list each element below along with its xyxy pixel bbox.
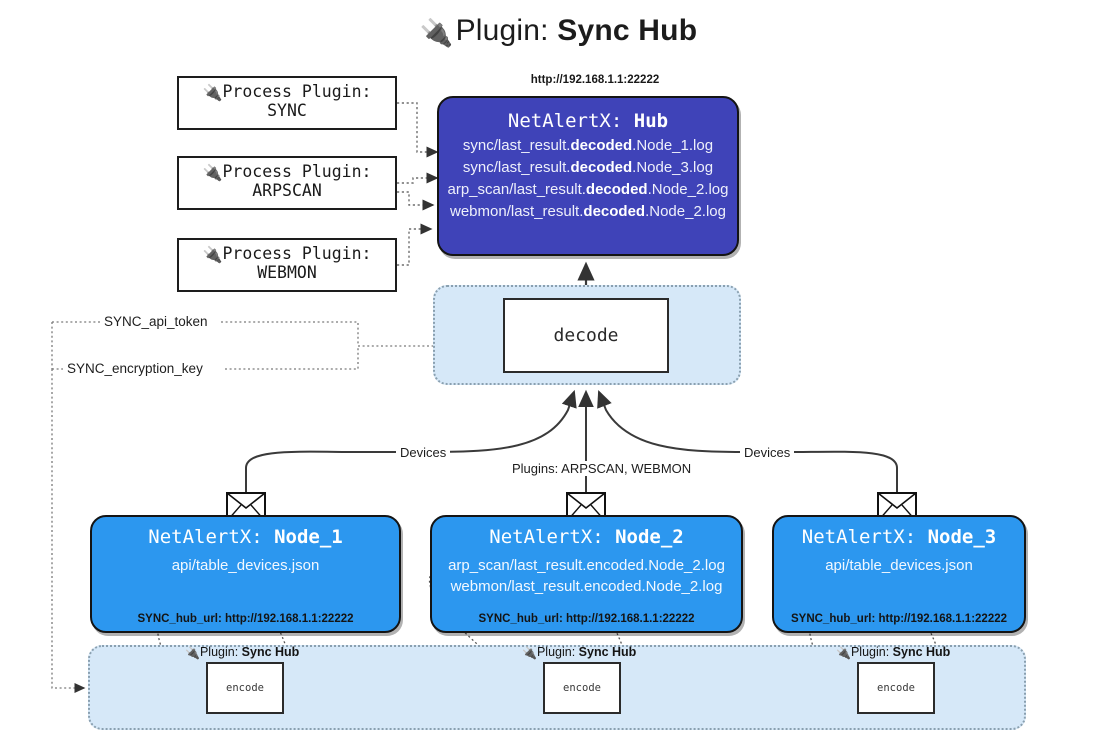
- plug-icon: 🔌: [836, 646, 851, 660]
- process-plugin-webmon-line2: WEBMON: [257, 262, 317, 282]
- node-2-line-2: webmon/last_result.encoded.Node_2.log: [450, 578, 723, 595]
- plug-icon: 🔌: [202, 163, 223, 182]
- hub-title: NetAlertX: Hub: [507, 110, 669, 132]
- page-title-prefix: Plugin:: [455, 14, 549, 47]
- node-2[interactable]: NetAlertX: Node_2 arp_scan/last_result.e…: [430, 515, 743, 633]
- hub-url-label: http://192.168.1.1:22222: [530, 74, 660, 86]
- plug-icon: 🔌: [202, 245, 223, 264]
- process-plugin-webmon[interactable]: 🔌Process Plugin: WEBMON: [177, 238, 397, 292]
- hub-log-2: sync/last_result.decoded.Node_3.log: [462, 159, 714, 176]
- node-1-hub-url: SYNC_hub_url: http://192.168.1.1:22222: [137, 613, 354, 625]
- node-3-line-1: api/table_devices.json: [825, 557, 973, 574]
- process-plugin-arpscan-line2: ARPSCAN: [252, 180, 322, 200]
- hub-log-1: sync/last_result.decoded.Node_1.log: [462, 137, 714, 154]
- edge-label-devices-right: Devices: [740, 445, 795, 460]
- encoder-2-caption: 🔌Plugin: Sync Hub: [522, 645, 637, 660]
- node-1[interactable]: NetAlertX: Node_1 api/table_devices.json…: [90, 515, 401, 633]
- node-2-line-1: arp_scan/last_result.encoded.Node_2.log: [448, 557, 725, 574]
- node-1-title: NetAlertX: Node_1: [148, 526, 343, 548]
- node-1-line-1: api/table_devices.json: [171, 557, 320, 574]
- process-plugin-sync-line1: 🔌Process Plugin:: [202, 82, 372, 102]
- page-title-name: Sync Hub: [557, 14, 698, 47]
- encoder-1-caption: 🔌Plugin: Sync Hub: [185, 645, 300, 660]
- page-title: 🔌Plugin: Sync Hub: [0, 14, 1117, 49]
- node-2-title: NetAlertX: Node_2: [489, 526, 684, 548]
- edge-label-devices-left: Devices: [396, 445, 451, 460]
- encode-box-3[interactable]: encode: [857, 662, 935, 714]
- hub-node[interactable]: NetAlertX: Hub sync/last_result.decoded.…: [437, 96, 739, 256]
- edge-label-plugins: Plugins: ARPSCAN, WEBMON: [508, 461, 696, 476]
- process-plugin-arpscan-line1: 🔌Process Plugin:: [202, 162, 372, 182]
- encode-box-1[interactable]: encode: [206, 662, 284, 714]
- plug-icon: 🔌: [202, 83, 223, 102]
- plug-icon: 🔌: [419, 18, 454, 48]
- plug-icon: 🔌: [185, 646, 200, 660]
- node-3[interactable]: NetAlertX: Node_3 api/table_devices.json…: [772, 515, 1026, 633]
- process-plugin-arpscan[interactable]: 🔌Process Plugin: ARPSCAN: [177, 156, 397, 210]
- process-plugin-sync-line2: SYNC: [267, 100, 307, 120]
- hub-log-4: webmon/last_result.decoded.Node_2.log: [450, 203, 726, 220]
- plug-icon: 🔌: [522, 646, 537, 660]
- encoder-3-caption: 🔌Plugin: Sync Hub: [836, 645, 951, 660]
- process-plugin-sync[interactable]: 🔌Process Plugin: SYNC: [177, 76, 397, 130]
- sync-encryption-key-label: SYNC_encryption_key: [64, 361, 206, 376]
- sync-api-token-label: SYNC_api_token: [101, 314, 211, 329]
- node-2-hub-url: SYNC_hub_url: http://192.168.1.1:22222: [478, 613, 695, 625]
- encode-box-2[interactable]: encode: [543, 662, 621, 714]
- node-3-title: NetAlertX: Node_3: [801, 526, 997, 548]
- process-plugin-webmon-line1: 🔌Process Plugin:: [202, 244, 372, 264]
- hub-log-3: arp_scan/last_result.decoded.Node_2.log: [447, 181, 729, 198]
- node-3-hub-url: SYNC_hub_url: http://192.168.1.1:22222: [790, 613, 1008, 625]
- decode-box[interactable]: decode: [503, 298, 669, 373]
